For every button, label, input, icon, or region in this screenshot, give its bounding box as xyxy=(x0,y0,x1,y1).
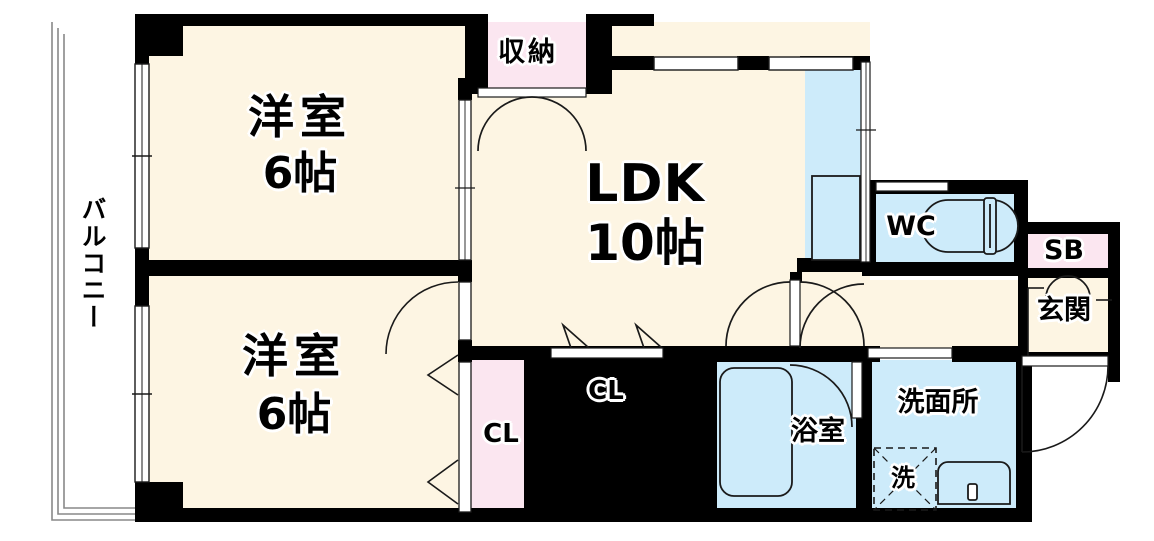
wall-vert-ldk-1 xyxy=(458,78,472,100)
wall-bottom-bedroom2 xyxy=(135,508,475,522)
label-sentakuki: 洗 xyxy=(891,464,915,492)
label-washitsu1-size: 6帖 xyxy=(262,148,338,199)
wall-left-mid xyxy=(135,248,149,306)
label-cl-right: CL xyxy=(588,376,624,406)
window-ldk-right xyxy=(768,56,854,71)
wall-washroom-right xyxy=(1016,352,1032,522)
wall-bottom-cl xyxy=(465,508,715,522)
wall-cl-left-divider xyxy=(524,346,536,522)
wall-wc-bottom xyxy=(862,262,1028,276)
room-fill-cl-left xyxy=(470,355,532,520)
sliding-window-bedroom1 xyxy=(132,63,152,249)
sliding-door-bedroom2-ldk xyxy=(458,281,472,513)
washbasin-fixture xyxy=(937,461,1011,505)
fixtures xyxy=(719,175,1019,511)
washing-machine-pan xyxy=(873,447,937,511)
wall-vert-ldk-2 xyxy=(458,260,472,282)
wall-bedroom-divider xyxy=(135,260,465,276)
sliding-door-bedroom1-ldk xyxy=(455,99,475,261)
wall-genkan-left xyxy=(1018,276,1028,362)
sliding-window-bedroom2 xyxy=(132,305,152,483)
wall-bath-left xyxy=(702,352,716,522)
wall-top-ldk-left xyxy=(465,14,488,94)
label-senmenjo: 洗面所 xyxy=(897,387,979,418)
wall-corridor-bottom-a xyxy=(790,346,868,362)
room-fill-shuno xyxy=(478,22,588,92)
balcony-outline xyxy=(51,22,135,521)
wall-kitchen-left xyxy=(797,258,867,272)
label-ldk-name: LDK xyxy=(585,154,705,214)
wall-top-shuno-block xyxy=(586,14,612,94)
room-fill-genkan xyxy=(1018,265,1113,360)
openings xyxy=(132,56,876,513)
walls xyxy=(135,14,1120,522)
wall-sb-right xyxy=(1108,222,1120,362)
label-ldk-size: 10帖 xyxy=(585,214,705,272)
wall-sb-bottom xyxy=(1020,268,1120,278)
room-fill-sb xyxy=(1025,230,1110,275)
room-fill-washitsu2 xyxy=(135,267,465,520)
door-symbols xyxy=(385,87,1112,505)
label-cl-left: CL xyxy=(483,419,519,449)
kitchen-counter xyxy=(811,175,861,261)
label-sb: SB xyxy=(1043,235,1085,266)
wall-genkan-outer xyxy=(1108,352,1120,382)
wall-corridor-top xyxy=(790,272,802,282)
label-shuno: 収納 xyxy=(498,37,558,68)
label-wc: WC xyxy=(886,211,936,242)
label-washitsu1-name: 洋室 xyxy=(248,90,352,144)
toilet-fixture xyxy=(921,197,1019,255)
label-yokushitsu: 浴室 xyxy=(791,416,845,447)
corridor-fill xyxy=(790,280,1035,355)
wall-top-ldk-a xyxy=(612,56,654,70)
bathtub-fixture xyxy=(719,367,793,497)
wall-left-upper xyxy=(135,22,149,64)
wall-corridor-bottom-b xyxy=(952,346,1022,362)
kitchen-sliding-window xyxy=(856,61,876,263)
label-washitsu2-name: 洋室 xyxy=(242,329,346,383)
label-genkan: 玄関 xyxy=(1037,295,1091,326)
wall-top-ldk-b xyxy=(737,56,769,70)
wall-sb-top xyxy=(1020,222,1120,234)
wall-bottom-bedroom2-block xyxy=(135,482,183,522)
label-washitsu2-size: 6帖 xyxy=(256,389,332,440)
wall-top xyxy=(135,14,480,26)
room-fill-washitsu1 xyxy=(135,22,465,267)
wall-mass-center xyxy=(532,348,717,522)
label-balcony: バルコニー xyxy=(78,196,107,331)
window-ldk-left xyxy=(653,56,739,71)
